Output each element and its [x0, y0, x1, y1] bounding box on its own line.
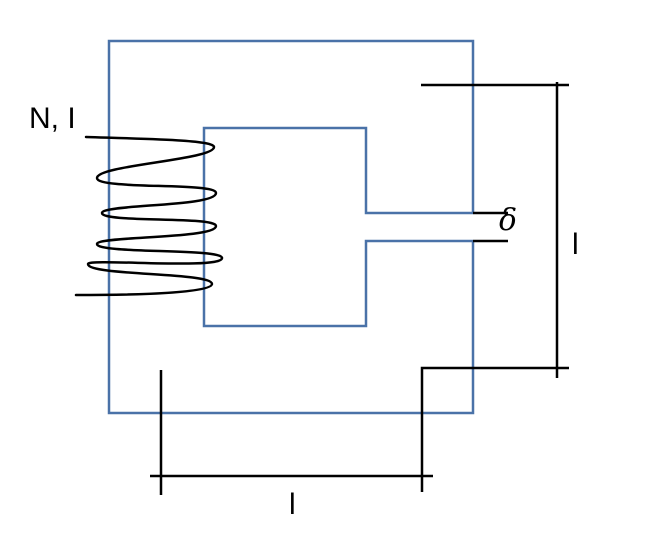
height-label: l [572, 228, 579, 261]
coil-label: N, I [29, 102, 76, 135]
core-outline [107, 39, 475, 415]
core-window [202, 126, 473, 328]
gap-label: δ [499, 203, 518, 238]
height-extension-bottom [420, 366, 569, 492]
width-label: l [289, 488, 296, 521]
coil-winding [74, 135, 224, 297]
